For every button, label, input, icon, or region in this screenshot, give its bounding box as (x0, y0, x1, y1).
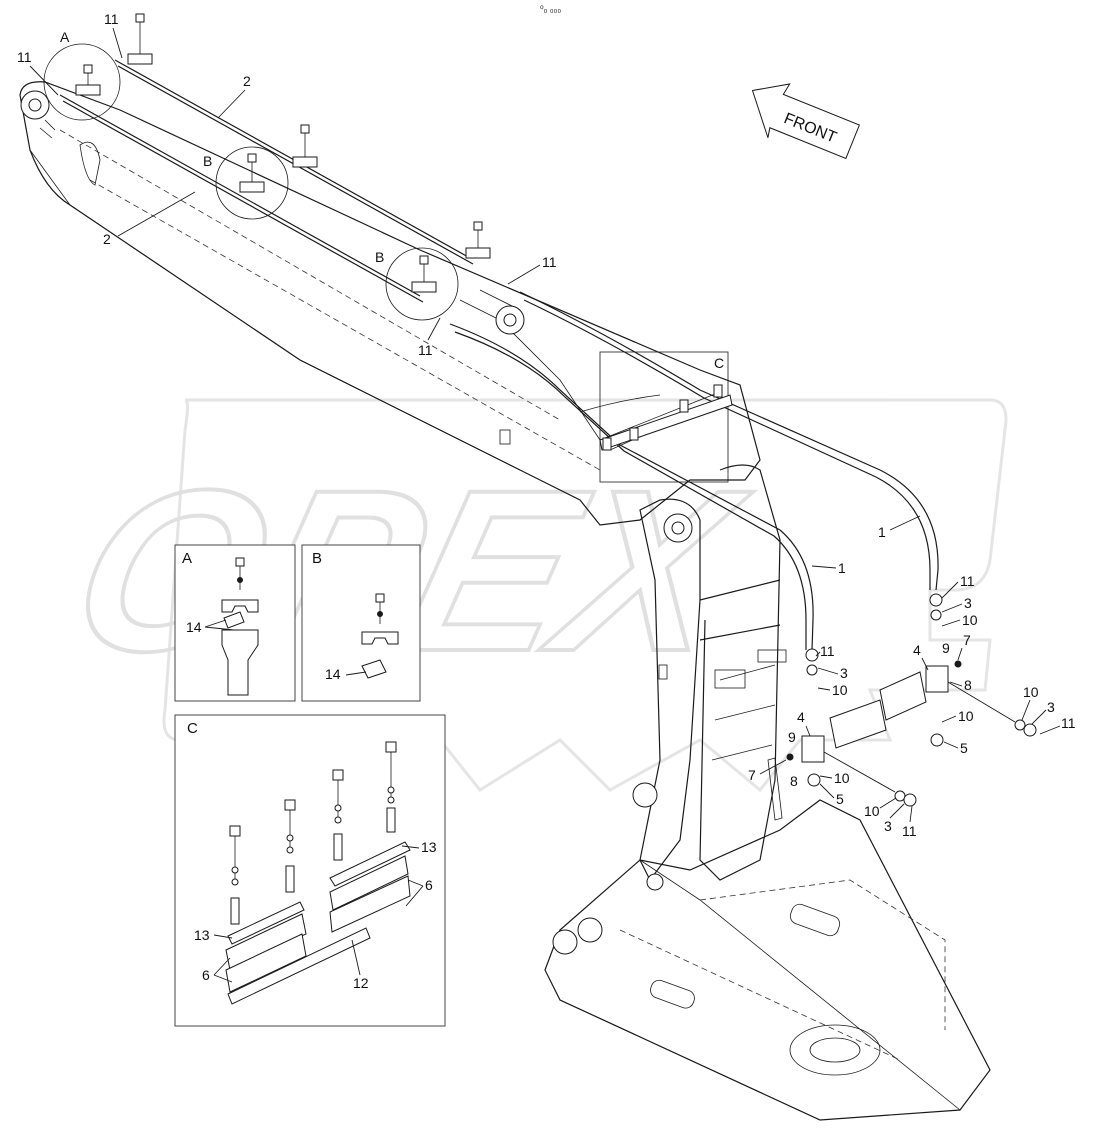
callout-11-left: 11 (17, 49, 32, 65)
callout-l-4: 4 (797, 709, 805, 725)
inset-c-callout-6a: 6 (425, 877, 433, 893)
callout-r-11: 11 (960, 573, 975, 589)
callout-r-3: 3 (964, 595, 972, 611)
callout-r-11b: 11 (1061, 715, 1076, 731)
callouts-main: 11 11 2 2 11 11 1 1 (17, 11, 921, 576)
callout-l-3b: 3 (884, 818, 892, 834)
callout-1-right: 1 (878, 524, 886, 540)
callout-1-mid: 1 (838, 560, 846, 576)
callout-l-11: 11 (820, 643, 835, 659)
callouts-right-valve: 11 3 10 9 7 4 8 10 5 10 3 11 (913, 573, 1076, 756)
base-frame (544, 799, 991, 1121)
callout-r-3b: 3 (1047, 699, 1055, 715)
detail-marker-a: A (60, 29, 70, 45)
hydraulic-lines (59, 59, 939, 651)
callout-2-top: 2 (243, 73, 251, 89)
callout-r-10a: 10 (962, 612, 978, 628)
callout-l-9: 9 (788, 729, 796, 745)
callout-l-3: 3 (840, 665, 848, 681)
valve-block-right (829, 593, 1037, 749)
front-direction-arrow: FRONT (751, 83, 861, 160)
boom-outline (19, 81, 761, 526)
callout-r-10b: 10 (958, 708, 974, 724)
callout-l-10b: 10 (834, 770, 850, 786)
inset-c: C 13 13 6 6 (174, 714, 446, 1027)
callout-l-5: 5 (836, 791, 844, 807)
boom-cylinder (459, 289, 668, 680)
inset-c-title: C (187, 720, 198, 737)
inset-c-callout-12: 12 (353, 975, 369, 991)
valve-block-left (767, 648, 917, 821)
inset-b: B 14 (301, 544, 421, 702)
detail-circles: A B B (43, 29, 459, 321)
callout-l-8: 8 (790, 773, 798, 789)
detail-marker-b2: B (375, 249, 384, 265)
main-frame (632, 464, 787, 882)
callout-r-4: 4 (913, 642, 921, 658)
callout-r-7: 7 (963, 632, 971, 648)
callout-l-10a: 10 (832, 682, 848, 698)
callout-l-11b: 11 (902, 823, 917, 839)
callout-r-10c: 10 (1023, 684, 1039, 700)
callout-r-8: 8 (964, 677, 972, 693)
header-mark: ⁰₀ ₀₀₀ (540, 4, 561, 14)
callout-2-left: 2 (103, 231, 111, 247)
inset-c-callout-13b: 13 (194, 927, 210, 943)
pipe-clamps (75, 13, 491, 293)
inset-a-title: A (182, 550, 192, 567)
detail-marker-c: C (714, 355, 724, 371)
inset-c-callout-13a: 13 (421, 839, 437, 855)
callout-11-low: 11 (418, 342, 433, 358)
callout-l-7: 7 (748, 767, 756, 783)
inset-a-callout-14: 14 (186, 619, 202, 635)
section-c-clamp: C (599, 351, 733, 483)
inset-b-callout-14: 14 (325, 666, 341, 682)
callout-r-5: 5 (960, 740, 968, 756)
inset-c-callout-6b: 6 (202, 967, 210, 983)
callout-11-top: 11 (104, 11, 119, 27)
inset-a: A 14 (174, 544, 296, 702)
callout-r-9: 9 (942, 640, 950, 656)
inset-b-title: B (312, 550, 322, 567)
callout-11-mid: 11 (542, 254, 557, 270)
callout-l-10c: 10 (864, 803, 880, 819)
detail-marker-b1: B (203, 153, 212, 169)
callouts-left-valve: 11 3 10 4 9 7 8 10 5 10 3 11 (748, 643, 917, 839)
